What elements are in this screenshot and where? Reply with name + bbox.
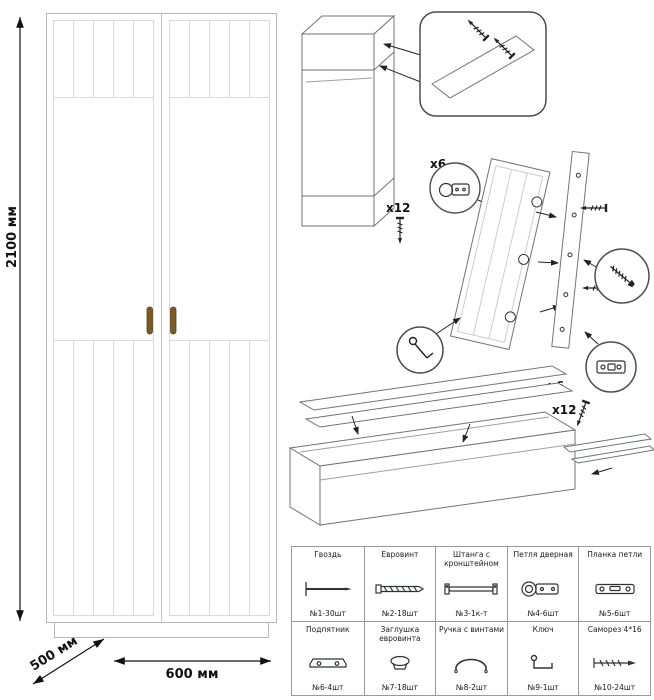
- panel-screw-detail-callout: [419, 11, 547, 117]
- part-count: №3-1к-т: [455, 609, 488, 618]
- part-cell-handle: Ручка с винтами №8-2шт: [435, 621, 507, 695]
- part-count: №6-4шт: [312, 683, 344, 692]
- part-cell-hinge: Петля дверная №4-6шт: [506, 547, 579, 621]
- base-box-exploded: [288, 365, 654, 526]
- hinge-detail-callout: [429, 162, 481, 214]
- x12-top-label: x12: [386, 201, 410, 215]
- side-panel-exploded: [551, 150, 590, 349]
- key-icon: [408, 336, 434, 359]
- dimension-height: 2100 мм: [5, 17, 24, 621]
- part-cell-hinge-plate: Планка петли №5-6шт: [578, 547, 650, 621]
- part-cell-euro-screw: Евровинт №2-18шт: [363, 547, 436, 621]
- part-cell-foot: Подпятник №6-4шт: [292, 621, 364, 695]
- part-cell-nail: Гвоздь №1-30шт: [292, 547, 364, 621]
- screw-icon: [394, 216, 406, 246]
- depth-label: 500 мм: [28, 634, 81, 675]
- part-count: №10-24шт: [594, 683, 636, 692]
- door-handles: [146, 306, 177, 335]
- left-door: [53, 20, 154, 616]
- part-cell-key: Ключ №9-1шт: [506, 621, 579, 695]
- height-label: 2100 мм: [5, 206, 20, 268]
- wood-screw-icon: [588, 651, 642, 675]
- x12-bottom-label: x12: [552, 403, 576, 417]
- door-panel-arrows: [535, 211, 561, 313]
- euro-screw-icon: [373, 577, 427, 601]
- part-count: №7-18шт: [381, 683, 418, 692]
- part-name: Саморез 4*16: [587, 625, 642, 634]
- dimension-width: 600 мм: [114, 657, 271, 682]
- part-count: №1-30шт: [309, 609, 346, 618]
- part-cell-cap: Заглушка евровинта №7-18шт: [363, 621, 436, 695]
- part-count: №5-6шт: [599, 609, 631, 618]
- base-box-arrows: [351, 415, 613, 475]
- dimension-depth: 500 мм: [28, 634, 105, 685]
- rod-with-bracket-icon: [442, 577, 500, 601]
- hinge-plate-icon: [588, 577, 642, 601]
- part-name: Штанга с кронштейном: [444, 550, 499, 568]
- part-name: Планка петли: [587, 550, 643, 559]
- foot-glide-icon: [301, 651, 355, 675]
- part-cell-rod: Штанга с кронштейном №3-1к-т: [435, 547, 507, 621]
- part-name: Ручка с винтами: [438, 625, 505, 634]
- screw-cap-icon: [373, 651, 427, 675]
- door-hinge-icon: [438, 182, 470, 198]
- part-name: Евровинт: [381, 550, 419, 559]
- door-hinge-icon: [516, 577, 570, 601]
- nail-icon: [301, 577, 355, 601]
- euro-screw-icon: [610, 265, 635, 288]
- handle-with-screws-icon: [444, 651, 498, 675]
- key-detail-callout: [396, 317, 461, 374]
- part-name: Подпятник: [306, 625, 350, 634]
- part-count: №9-1шт: [527, 683, 559, 692]
- key-icon: [516, 651, 570, 675]
- part-cell-wood-screw: Саморез 4*16 №10-24шт: [578, 621, 650, 695]
- wardrobe-front-view: [46, 13, 277, 638]
- width-label: 600 мм: [166, 667, 219, 682]
- part-name: Ключ: [532, 625, 554, 634]
- euro-screw-detail-callout: [583, 248, 650, 304]
- door-exploded: [449, 158, 551, 351]
- part-count: №8-2шт: [455, 683, 488, 692]
- parts-table: Гвоздь №1-30шт Евровинт: [291, 546, 651, 696]
- part-name: Петля дверная: [513, 550, 573, 559]
- right-door: [169, 20, 270, 616]
- part-name: Гвоздь: [314, 550, 342, 559]
- carcass-diagram: [300, 14, 396, 228]
- hinge-plate-detail-callout: [584, 331, 637, 393]
- hinge-plate-icon: [596, 360, 626, 374]
- part-count: №2-18шт: [381, 609, 418, 618]
- part-name: Заглушка евровинта: [379, 625, 421, 643]
- part-count: №4-6шт: [527, 609, 559, 618]
